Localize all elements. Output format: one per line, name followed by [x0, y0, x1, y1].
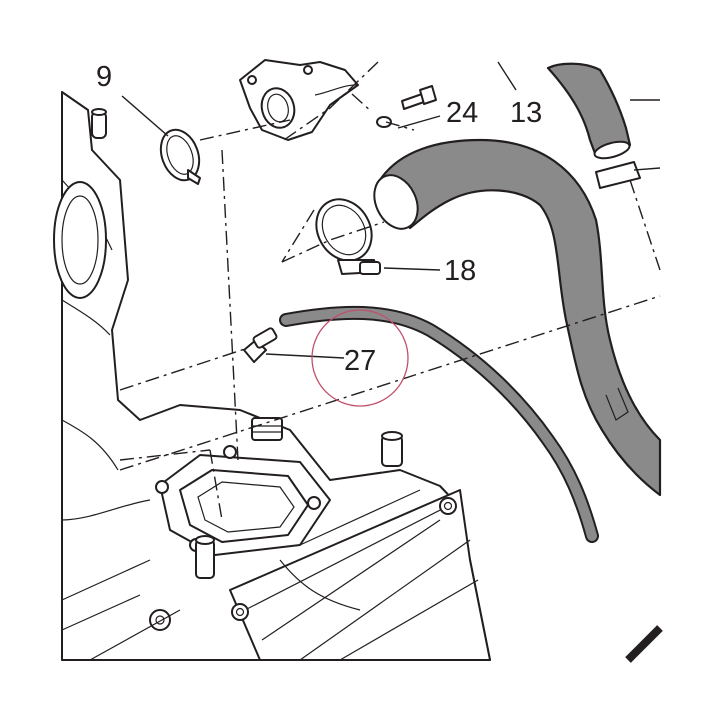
part-13-upper-hose: [546, 62, 641, 189]
callout-13: 13: [510, 97, 542, 129]
highlight-circle: [311, 309, 409, 407]
leader-lines: [119, 61, 661, 521]
water-outlet-housing: [239, 59, 359, 141]
part-27-fitting: [243, 327, 278, 363]
main-coolant-hose: [373, 138, 662, 497]
part-9-clamp: [159, 128, 201, 185]
intake-flange: [155, 445, 331, 556]
callout-24: 24: [446, 97, 478, 129]
engine-assembly: [53, 91, 663, 663]
part-18-hose-clamp: [315, 198, 381, 275]
callout-9: 9: [96, 61, 112, 93]
callout-27: 27: [344, 345, 376, 377]
part-24-bolt: [376, 85, 437, 128]
part-27-breather-hose: [243, 305, 599, 543]
callout-18: 18: [444, 255, 476, 287]
